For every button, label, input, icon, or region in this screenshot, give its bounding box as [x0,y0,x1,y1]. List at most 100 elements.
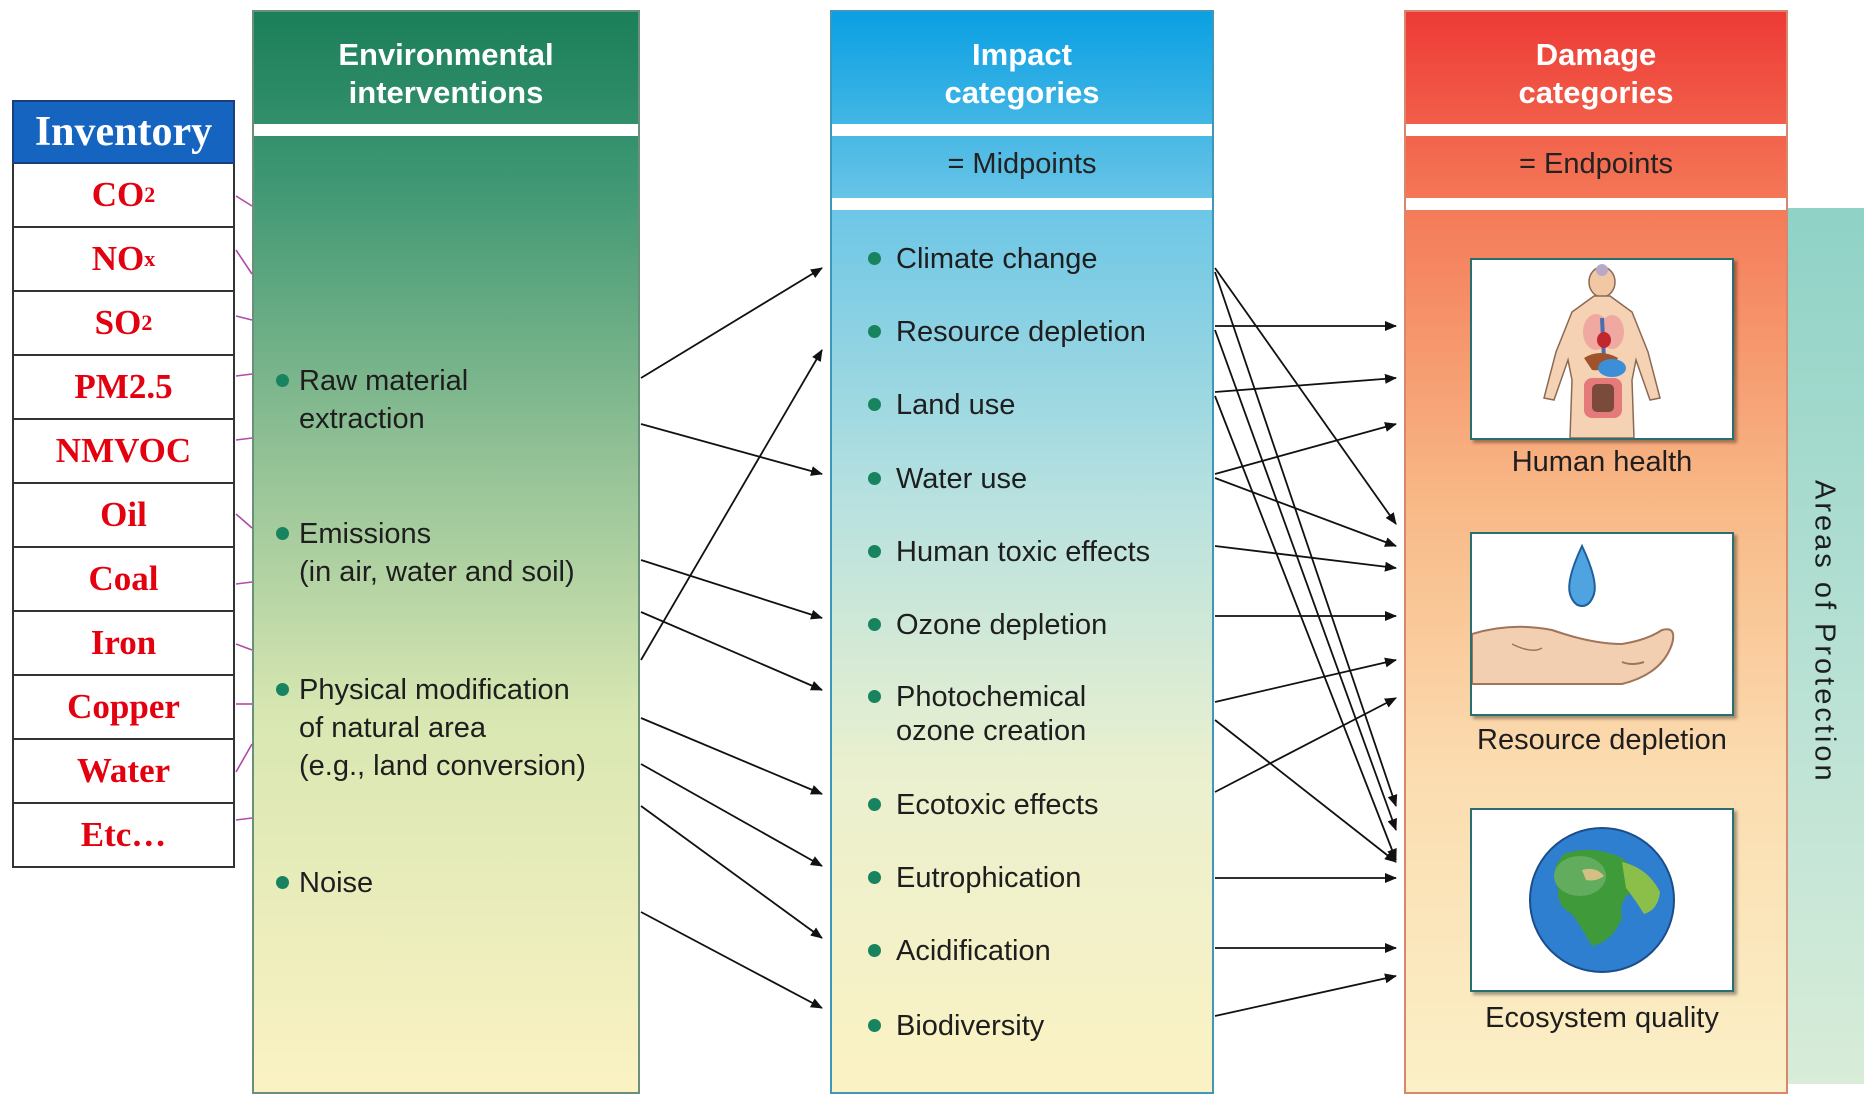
arrow [1214,657,1397,703]
bullet-icon [276,527,289,540]
areas-of-protection-band [1788,208,1864,1084]
areas-of-protection-label: Areas of Protection [1808,480,1841,784]
inventory-item: Coal [12,548,235,612]
impact-item: Acidification [896,935,1051,967]
impact-item: Water use [896,463,1028,495]
bullet-icon [868,871,881,884]
intervention-to-impact-arrows [640,267,823,1009]
inventory-connectors [235,195,253,821]
inventory-item: Iron [12,612,235,676]
intervention-item: Emissions(in air, water and soil) [299,518,575,588]
environmental-interventions-column: Environmental interventions Raw material… [252,10,640,1094]
earth-globe-icon [1529,827,1675,973]
impact-item: Eutrophication [896,862,1082,894]
inventory-item: PM2.5 [12,356,235,420]
inventory-item: NMVOC [12,420,235,484]
arrow [640,763,823,867]
bullet-icon [276,374,289,387]
connector-line [235,437,253,441]
arrow [640,423,823,476]
divider [832,198,1212,210]
impact-item: Ozone depletion [896,609,1108,641]
bullet-icon [868,798,881,811]
inventory-item: Water [12,740,235,804]
connector-line [235,249,253,275]
arrow [640,559,823,620]
impact-item: Biodiversity [896,1010,1045,1042]
arrow [1214,373,1397,393]
arrow [640,911,823,1009]
human-body-icon [1543,264,1661,439]
arrow [1214,271,1398,807]
impact-item: Ecotoxic effects [896,789,1099,821]
bullet-icon [276,683,289,696]
connector-line [235,643,253,651]
impact-to-damage-arrows [1214,267,1398,1017]
inventory-title: Inventory [12,100,235,164]
inventory-item: Oil [12,484,235,548]
bullet-icon [868,690,881,703]
bullet-icon [868,398,881,411]
column-title: Environmental interventions [338,37,554,110]
inventory-item: Etc… [12,804,235,868]
divider [254,124,638,136]
bullet-icon [868,472,881,485]
column-title: Damage categories [1518,37,1674,110]
column-title: Impact categories [944,37,1100,110]
resource-depletion-panel [1470,532,1734,716]
arrow [640,611,823,691]
endpoints-label: = Endpoints [1519,148,1673,180]
connector-line [235,195,253,207]
divider [1406,124,1786,136]
impact-item: Resource depletion [896,316,1146,348]
arrow [1214,422,1397,475]
connector-line [235,373,253,377]
arrow [1214,545,1397,572]
bullet-icon [868,944,881,957]
connector-line [235,743,253,773]
arrow [1214,719,1397,863]
human-health-panel [1470,258,1734,440]
arrow [1214,697,1397,793]
bullet-icon [868,325,881,338]
arrow [640,805,823,939]
arrow [640,717,823,795]
bullet-icon [868,618,881,631]
arrow [640,267,823,379]
connector-line [235,315,253,321]
bullet-icon [868,1019,881,1032]
divider [1406,198,1786,210]
divider [832,124,1212,136]
human-health-label: Human health [1511,446,1693,478]
bullet-icon [868,545,881,558]
ecosystem-quality-panel [1470,808,1734,992]
arrow [640,349,823,661]
damage-categories-column: Damage categories = Endpoints Human heal… [1404,10,1788,1094]
arrow [1214,267,1397,525]
connector-line [235,817,253,821]
arrow [1214,477,1397,547]
arrow [1214,395,1397,861]
impact-item: Human toxic effects [896,536,1151,568]
inventory-item: Copper [12,676,235,740]
impact-item: Climate change [896,243,1098,275]
bullet-icon [868,252,881,265]
resource-depletion-label: Resource depletion [1477,724,1727,756]
midpoints-label: = Midpoints [947,148,1097,180]
impact-item: Land use [896,389,1016,421]
arrow [1214,329,1397,831]
ecosystem-quality-label: Ecosystem quality [1485,1002,1719,1034]
connector-line [235,581,253,585]
bullet-icon [276,876,289,889]
arrow [1214,973,1397,1017]
hand-water-drop-icon [1471,543,1675,685]
connector-line [235,513,253,529]
